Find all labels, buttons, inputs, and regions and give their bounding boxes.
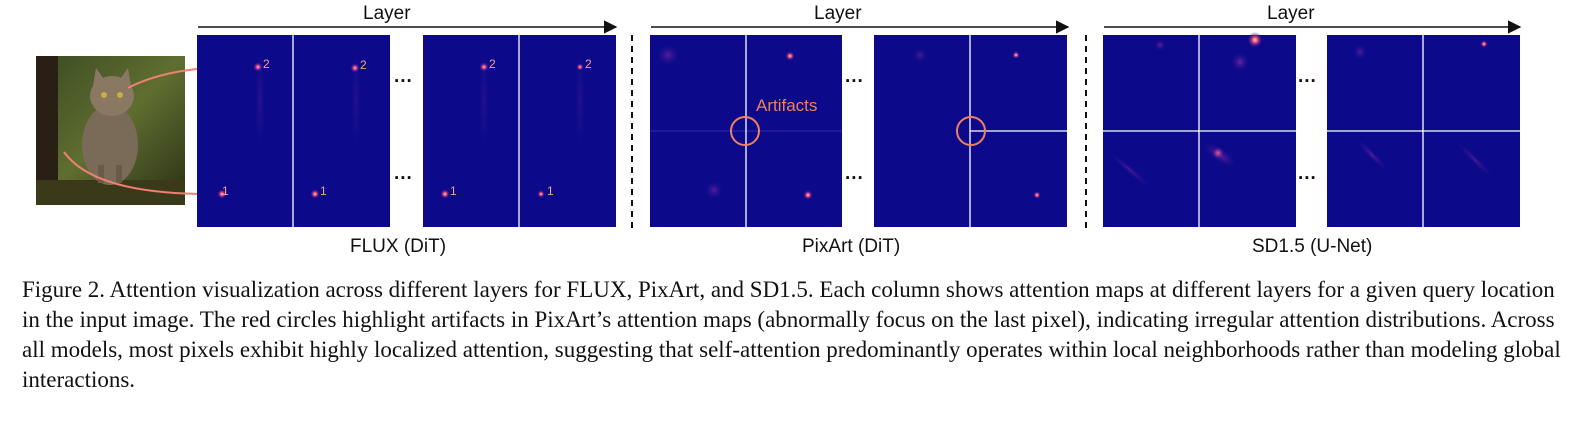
map-grid-lines <box>292 35 1520 227</box>
layer-label-pixart: Layer <box>814 3 862 24</box>
ellipsis-pixart-top: ... <box>845 66 864 87</box>
figure-graphics <box>36 20 1522 230</box>
artifact-circles <box>730 116 986 146</box>
query-marker-2: 2 <box>263 57 270 71</box>
group-label-pixart: PixArt (DiT) <box>802 236 901 257</box>
query-marker-2: 2 <box>489 57 496 71</box>
caption-text: Attention visualization across different… <box>22 277 1561 392</box>
ellipsis-pixart-bottom: ... <box>845 163 864 184</box>
query-marker-1: 1 <box>450 184 457 198</box>
query-marker-1: 1 <box>547 184 554 198</box>
ellipsis-flux-bottom: ... <box>394 163 413 184</box>
caption-label: Figure 2. <box>22 277 106 302</box>
attention-figure: Layer Layer Layer ... ... ... ... ... ..… <box>36 3 1522 257</box>
query-marker-2: 2 <box>585 57 592 71</box>
artifacts-annotation: Artifacts <box>756 96 818 115</box>
query-marker-1: 1 <box>222 184 229 198</box>
ellipsis-sd15-bottom: ... <box>1298 163 1317 184</box>
flux-attention-peaks <box>217 40 586 199</box>
query-marker-2: 2 <box>360 58 367 72</box>
input-cat-image <box>36 56 185 205</box>
group-label-flux: FLUX (DiT) <box>350 236 447 257</box>
ellipsis-flux-top: ... <box>394 66 413 87</box>
layer-label-flux: Layer <box>363 3 411 24</box>
caption-paragraph: Figure 2. Attention visualization across… <box>22 275 1567 395</box>
query-marker-1: 1 <box>320 184 327 198</box>
figure-caption: Figure 2. Attention visualization across… <box>22 275 1567 395</box>
group-label-sd15: SD1.5 (U-Net) <box>1252 236 1373 257</box>
pixart-attention-peaks <box>650 43 1041 200</box>
layer-label-sd15: Layer <box>1267 3 1315 24</box>
ellipsis-sd15-top: ... <box>1298 66 1317 87</box>
sd15-attention-peaks <box>1106 32 1495 190</box>
attention-maps <box>197 35 1520 227</box>
